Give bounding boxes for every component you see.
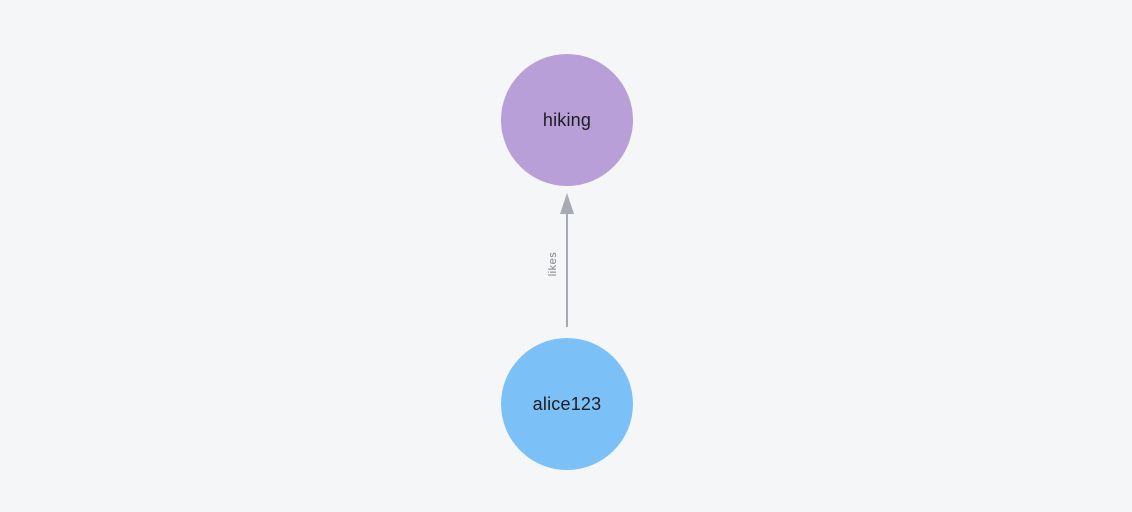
node-label: hiking (542, 110, 592, 130)
edge-label: likes (547, 251, 559, 277)
arrowhead-up-icon (560, 193, 574, 214)
node-label: alice123 (532, 394, 602, 414)
edge-line (566, 212, 568, 327)
node-alice123[interactable]: alice123 (501, 338, 633, 470)
node-hiking[interactable]: hiking (501, 54, 633, 186)
